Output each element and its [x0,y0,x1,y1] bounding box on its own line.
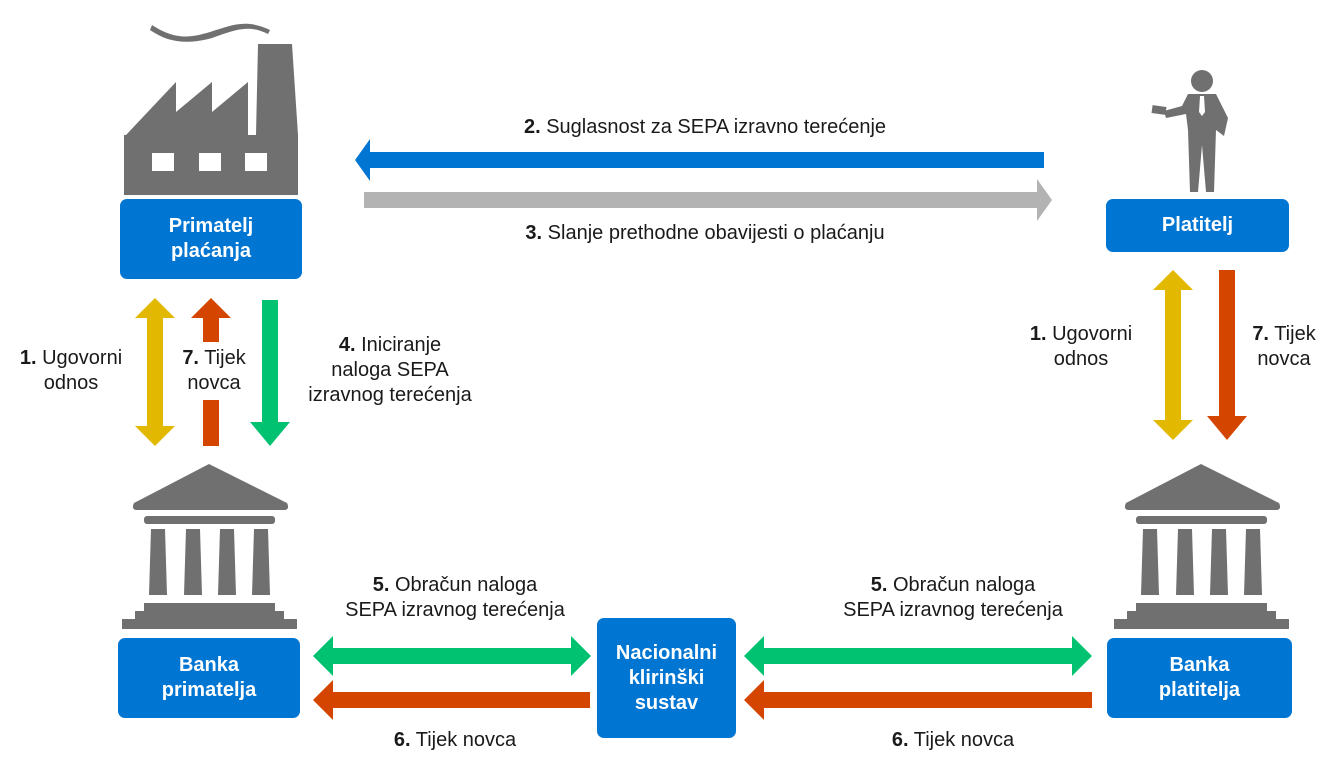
label-step-6-left: 6. Tijek novca [300,728,610,753]
step-4-line3: izravnog terećenja [308,384,472,406]
step-6-right-text: Tijek novca [913,729,1015,751]
bank-icon-left [122,464,297,629]
node-payer-bank-line1: Banka [1169,654,1230,676]
businessman-icon [1151,70,1228,192]
arrow-step-7-left-head [191,298,231,342]
label-step-7-left: 7. Tijek novca [172,346,256,396]
arrow-step-5-right [744,636,1092,676]
step-5-right-line1: Obračun naloga [892,574,1036,596]
arrow-step-5-left [313,636,591,676]
step-7-right-line1: Tijek [1274,323,1316,345]
step-5-right-number: 5. [870,574,888,596]
step-6-left-number: 6. [393,729,411,751]
label-step-5-left: 5. Obračun naloga SEPA izravnog terećenj… [300,573,610,623]
step-4-number: 4. [338,334,356,356]
node-payee-bank-line2: primatelja [161,679,257,701]
label-step-1-left: 1. Ugovorni odnos [6,346,136,396]
step-1-right-line2: odnos [1053,348,1109,370]
step-7-right-number: 7. [1252,323,1269,345]
step-2-text: Suglasnost za SEPA izravno terećenje [546,116,887,138]
node-payee-bank: Banka primatelja [118,638,300,718]
step-3-text: Slanje prethodne obavijesti o plaćanju [547,222,885,244]
node-payee-bank-line1: Banka [178,654,239,676]
step-4-line2: naloga SEPA [331,359,449,381]
step-7-left-line1: Tijek [204,347,246,369]
step-5-left-line2: SEPA izravnog terećenja [345,599,565,621]
step-5-right-line2: SEPA izravnog terećenja [843,599,1063,621]
arrow-step-6-right [744,680,1092,720]
node-payer-label: Platitelj [1161,214,1234,236]
factory-icon [124,23,298,195]
step-1-left-number: 1. [19,347,37,369]
step-4-line1: Iniciranje [361,334,442,356]
node-payee-line1: Primatelj [168,215,254,237]
label-step-7-right: 7. Tijek novca [1240,322,1328,372]
label-step-3: 3. Slanje prethodne obavijesti o plaćanj… [360,221,1050,246]
node-clearing-line1: Nacionalni [615,641,718,664]
step-7-left-line2: novca [187,372,241,394]
arrow-step-3 [364,179,1052,221]
node-payer: Platitelj [1106,199,1289,252]
bank-icon-right [1114,464,1289,629]
step-6-left-text: Tijek novca [415,729,517,751]
label-step-1-right: 1. Ugovorni odnos [1016,322,1146,372]
step-6-right-number: 6. [891,729,909,751]
node-payer-bank: Banka platitelja [1107,638,1292,718]
label-step-4: 4. Iniciranje naloga SEPA izravnog tereć… [290,333,490,408]
arrow-step-4 [250,300,290,446]
arrow-step-6-left [313,680,590,720]
node-clearing-line2: klirinški sustav [628,666,705,714]
arrow-step-7-left-tail [203,400,219,446]
node-payee-line2: plaćanja [170,240,252,262]
arrow-step-1-right [1153,270,1193,440]
step-1-right-number: 1. [1029,323,1047,345]
step-2-number: 2. [523,116,541,138]
node-payer-bank-line2: platitelja [1158,679,1241,701]
arrow-step-7-right [1207,270,1247,440]
step-7-right-line2: novca [1257,348,1311,370]
label-step-5-right: 5. Obračun naloga SEPA izravnog terećenj… [803,573,1103,623]
step-5-left-number: 5. [372,574,390,596]
step-3-number: 3. [525,222,543,244]
step-1-left-line2: odnos [43,372,99,394]
step-1-right-line1: Ugovorni [1052,323,1133,345]
label-step-2: 2. Suglasnost za SEPA izravno terećenje [360,115,1050,140]
arrow-step-2 [355,139,1044,181]
label-step-6-right: 6. Tijek novca [803,728,1103,753]
node-payee: Primatelj plaćanja [120,199,302,279]
step-7-left-number: 7. [182,347,199,369]
arrow-step-1-left [135,298,175,446]
step-1-left-line1: Ugovorni [42,347,123,369]
step-5-left-line1: Obračun naloga [394,574,538,596]
